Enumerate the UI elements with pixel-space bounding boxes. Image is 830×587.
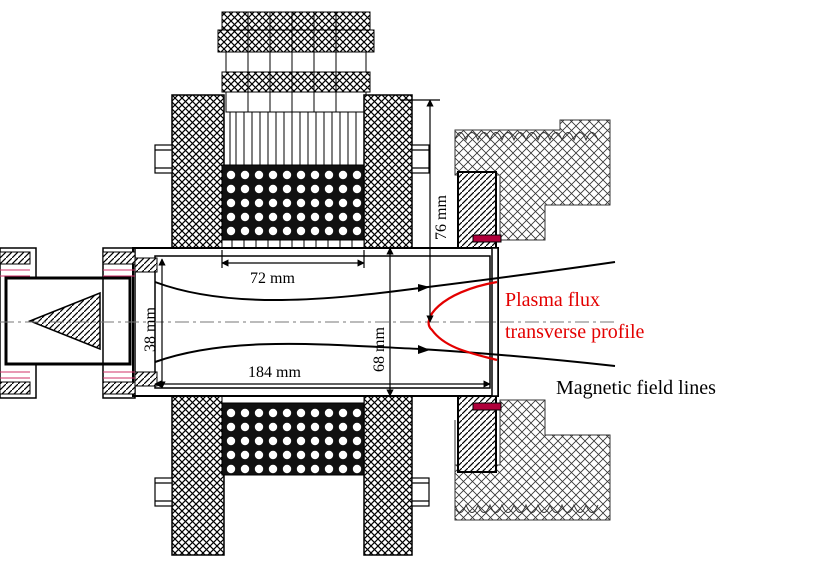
tube-length-label: 184 mm [248, 364, 301, 381]
dimension-lines [154, 99, 491, 397]
field-lines-label: Magnetic field lines [556, 377, 716, 399]
coil-length-label: 72 mm [250, 270, 295, 287]
bolts [154, 144, 430, 507]
magnetic-coils [221, 164, 365, 476]
plasma-profile-label-line1: Plasma flux [505, 289, 600, 311]
chamber-wall [454, 119, 611, 521]
plasma-profile-label-line2: transverse profile [505, 321, 645, 343]
plasma-profile-curve [427, 280, 498, 362]
inlet-assembly [0, 247, 158, 399]
cone-icon [27, 291, 101, 351]
connector-block [217, 11, 375, 165]
inner-diameter-label: 38 mm [142, 307, 159, 352]
outer-diameter-label: 68 mm [371, 327, 388, 372]
outer-radius-label: 76 mm [433, 195, 450, 240]
field-lines [154, 261, 616, 367]
